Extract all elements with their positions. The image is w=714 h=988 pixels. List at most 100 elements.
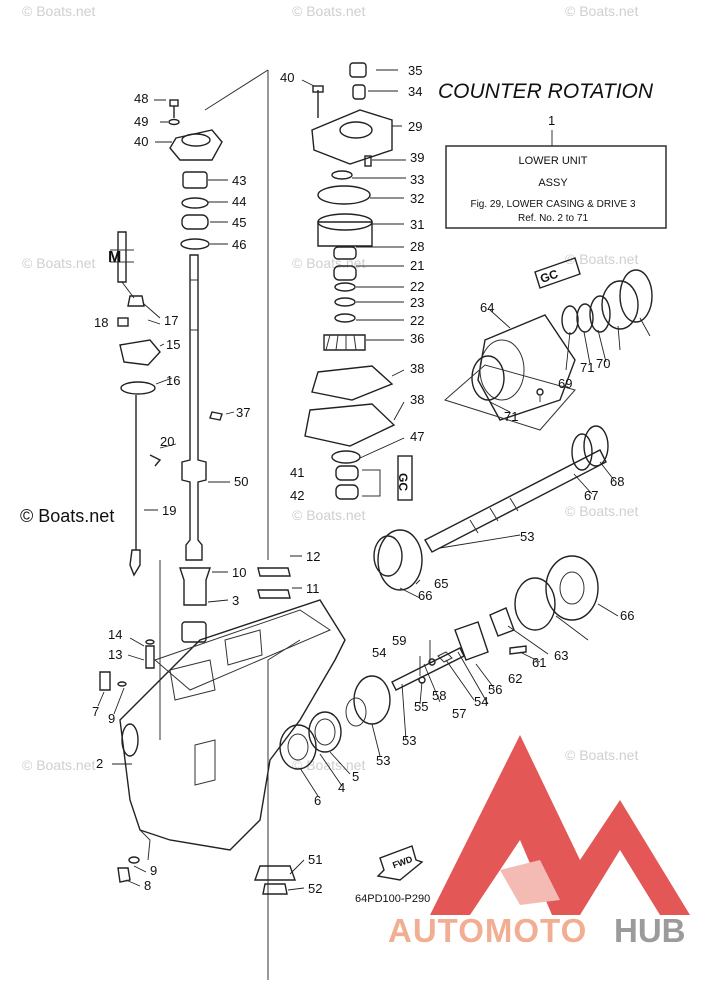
label-40: 44 [232, 194, 246, 209]
label-36: 40 [280, 70, 294, 85]
brand-part-1: AUTOMOTO [388, 912, 587, 949]
watermark: © Boats.net [565, 503, 638, 519]
dowel-43 [331, 450, 361, 464]
shim-5 [308, 711, 342, 753]
label-37: 40 [134, 134, 148, 149]
label-52: 54 [474, 694, 488, 709]
watermark: © Boats.net [22, 757, 95, 773]
label-19: 19 [162, 503, 176, 518]
label-67: 71 [504, 409, 518, 424]
nut-48 [262, 883, 288, 895]
forward-gear-49 [353, 675, 391, 725]
label-22b: 22 [410, 313, 424, 328]
label-25: 29 [408, 119, 422, 134]
callout-line-2: ASSY [538, 177, 568, 189]
label-65: 69 [558, 376, 572, 391]
o-ring-42 [180, 238, 210, 250]
label-51: 53 [402, 733, 416, 748]
label-33: 38 [410, 361, 424, 376]
spring-52 [437, 651, 453, 663]
watermark: © Boats.net [292, 3, 365, 19]
watermark: © Boats.net [22, 3, 95, 19]
label-9: 9 [108, 711, 115, 726]
drive-shaft-46 [181, 254, 207, 561]
plunger-51 [391, 647, 465, 691]
label-30: 35 [408, 63, 422, 78]
automotohub-logo: AUTOMOTO HUB [388, 735, 690, 949]
marker-gc-right-label: GC [538, 267, 560, 286]
label-9b: 9 [150, 863, 157, 878]
marker-m-shaft [117, 231, 127, 283]
sleeve-10 [179, 567, 211, 606]
cone-60 [377, 529, 423, 591]
label-38: 41 [290, 465, 304, 480]
bearing-65 [561, 305, 579, 335]
nut-17 [127, 295, 145, 307]
water-pump-group: GC [304, 62, 413, 501]
shim-22b [334, 313, 356, 323]
drive-shaft-group: M [108, 99, 291, 643]
insert-cartridge-26 [317, 221, 373, 247]
label-38b: 42 [290, 488, 304, 503]
outer-plate-33 [311, 365, 394, 401]
label-53: 55 [414, 699, 428, 714]
logo-mark-icon [430, 735, 690, 915]
propeller-shaft-group: GC [373, 257, 653, 691]
label-16: 16 [166, 373, 180, 388]
label-4: 4 [338, 780, 345, 795]
label-59: 64 [480, 300, 494, 315]
watermark: © Boats.net [292, 757, 365, 773]
label-34: 38 [410, 392, 424, 407]
pin-69 [536, 388, 544, 396]
label-28: 33 [410, 172, 424, 187]
label-54: 56 [488, 682, 502, 697]
label-56: 61 [532, 655, 546, 670]
brand-part-2: HUB [614, 912, 686, 949]
watermark: © Boats.net [292, 255, 365, 271]
impeller-31 [323, 334, 366, 351]
shim-68 [514, 577, 556, 631]
label-2: 2 [96, 756, 103, 771]
seal-66 [576, 303, 594, 333]
seal-66b [589, 295, 611, 333]
watermark-large: © Boats.net [20, 506, 114, 526]
oil-seal-38b [335, 484, 359, 500]
label-42: 46 [232, 237, 246, 252]
bolt-44 [169, 99, 179, 107]
label-58: 63 [554, 648, 568, 663]
label-49: 53 [376, 753, 390, 768]
label-12: 12 [306, 549, 320, 564]
label-15: 15 [166, 337, 180, 352]
label-22: 22 [410, 279, 424, 294]
label-53b: 54 [372, 645, 386, 660]
o-ring-71 [619, 269, 653, 323]
label-10: 10 [232, 565, 246, 580]
washer-9b [128, 856, 140, 864]
grommet-30 [349, 62, 367, 78]
marker-seal-grease [397, 455, 413, 501]
watermark: © Boats.net [565, 251, 638, 267]
shift-rod-boot-15 [119, 339, 161, 366]
seal-24 [333, 246, 357, 260]
gasket-34 [304, 403, 396, 447]
reverse-gear-61 [545, 555, 599, 621]
callout-line-4: Ref. No. 2 to 71 [518, 213, 588, 224]
label-50: 53 [520, 529, 534, 544]
o-ring-28 [331, 170, 353, 180]
dog-clutch-57 [454, 621, 489, 661]
oil-seal-41 [181, 214, 209, 230]
label-39: 43 [232, 173, 246, 188]
oil-seal-38 [335, 465, 359, 481]
marker-gc-right [534, 257, 581, 289]
washer-45 [168, 118, 180, 126]
callout-box [445, 145, 667, 229]
callout-line-3: Fig. 29, LOWER CASING & DRIVE 3 [470, 199, 635, 210]
shim-22 [334, 282, 356, 292]
label-11: 11 [306, 581, 320, 596]
washer-23 [334, 297, 356, 307]
lower-casing-group: FWD 64PD100-P290 [99, 599, 430, 905]
label-21: 21 [410, 258, 424, 273]
washer-9 [117, 681, 127, 687]
leader-lines [97, 69, 651, 891]
label-35: 39 [410, 150, 424, 165]
